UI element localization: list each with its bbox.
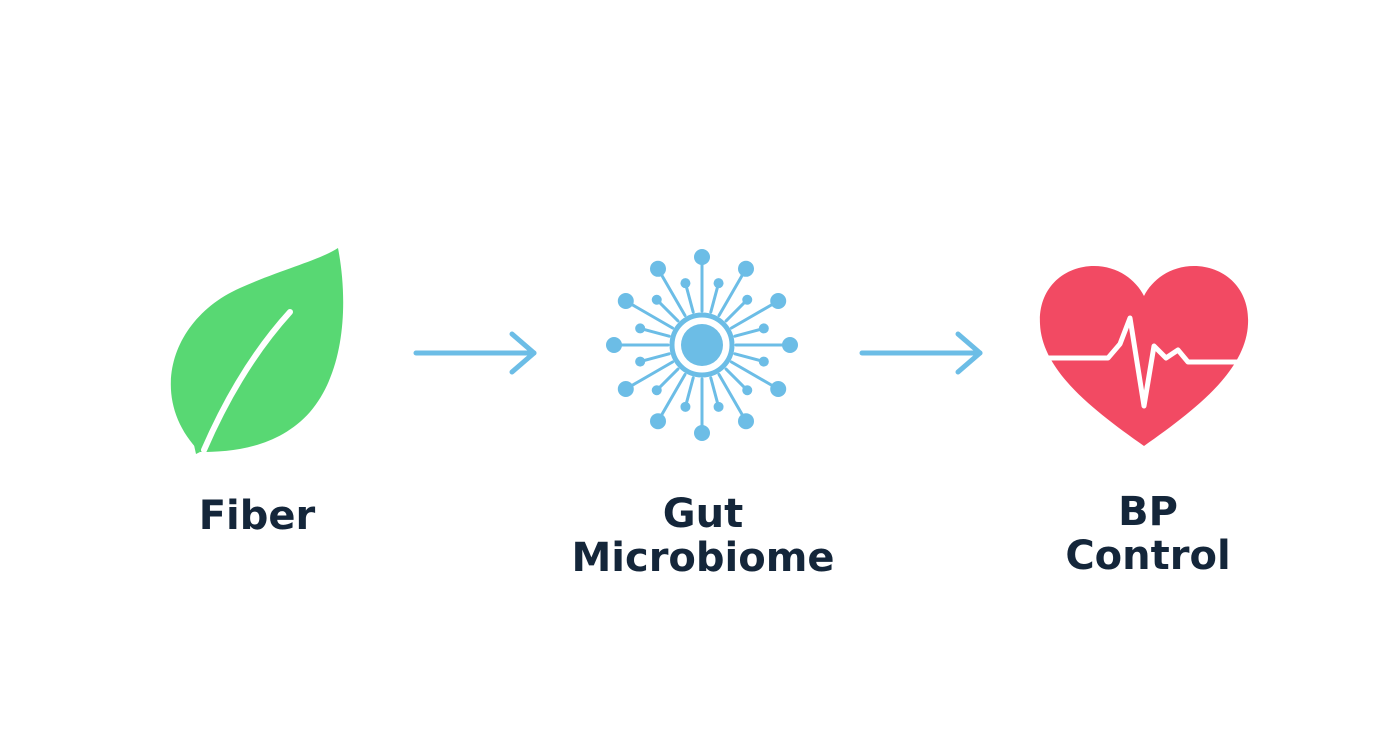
fiber-label: Fiber xyxy=(199,494,316,538)
heart-pulse-icon xyxy=(1036,262,1252,452)
microbe-icon xyxy=(602,245,802,445)
leaf-icon xyxy=(160,240,350,465)
fiber-label-line: Fiber xyxy=(198,493,316,539)
microbiome-label: Gut Microbiome xyxy=(571,492,834,580)
arrow-right-icon xyxy=(858,330,988,376)
bp-label-line-1: BP xyxy=(1118,489,1178,535)
bp-label: BP Control xyxy=(1065,490,1230,578)
microbiome-label-line-1: Gut xyxy=(662,491,744,537)
microbiome-label-line-2: Microbiome xyxy=(571,535,835,581)
bp-label-line-2: Control xyxy=(1065,533,1231,579)
arrow-right-icon xyxy=(412,330,542,376)
